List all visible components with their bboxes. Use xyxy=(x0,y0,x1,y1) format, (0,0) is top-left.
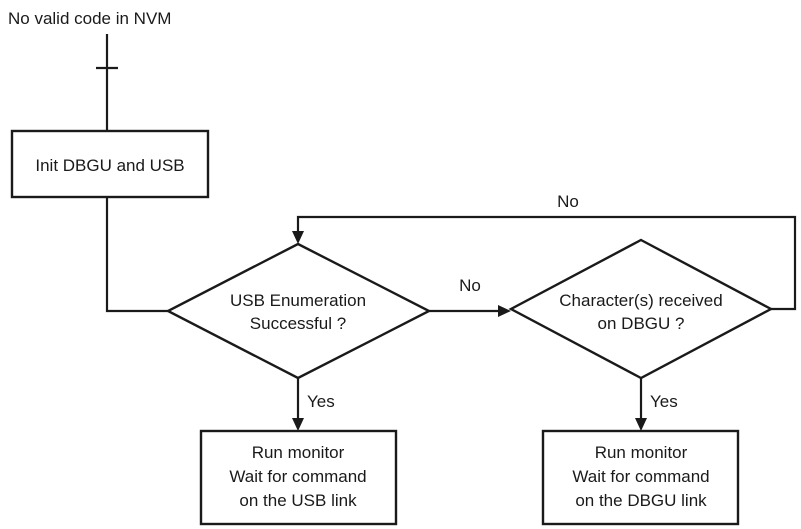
init-label: Init DBGU and USB xyxy=(35,156,184,175)
usb-no-label: No xyxy=(459,276,481,295)
start-label: No valid code in NVM xyxy=(8,9,171,28)
usb-decision-line-2: Successful ? xyxy=(250,314,346,333)
usb-yes-arrowhead xyxy=(292,418,304,431)
init-to-usb-connector xyxy=(105,197,168,313)
dbgu-no-loop-connector xyxy=(296,215,797,311)
usb-enumeration-decision xyxy=(165,242,432,380)
dbgu-yes-label: Yes xyxy=(650,392,678,411)
dbgu-monitor-line-1: Run monitor xyxy=(595,443,688,462)
dbgu-decision-line-1: Character(s) received xyxy=(559,291,722,310)
dbgu-decision-line-2: on DBGU ? xyxy=(598,314,685,333)
dbgu-no-arrowhead xyxy=(292,231,304,244)
usb-monitor-line-3: on the USB link xyxy=(239,491,357,510)
usb-yes-label: Yes xyxy=(307,392,335,411)
usb-decision-line-1: USB Enumeration xyxy=(230,291,366,310)
dbgu-yes-arrowhead xyxy=(635,418,647,431)
dbgu-monitor-box xyxy=(541,429,740,526)
usb-monitor-box xyxy=(199,429,398,526)
dbgu-monitor-line-2: Wait for command xyxy=(572,467,709,486)
init-box xyxy=(10,129,210,199)
usb-monitor-line-1: Run monitor xyxy=(252,443,345,462)
usb-monitor-line-2: Wait for command xyxy=(229,467,366,486)
dbgu-monitor-line-3: on the DBGU link xyxy=(575,491,707,510)
usb-no-arrowhead xyxy=(498,305,511,317)
dbgu-no-label: No xyxy=(557,192,579,211)
